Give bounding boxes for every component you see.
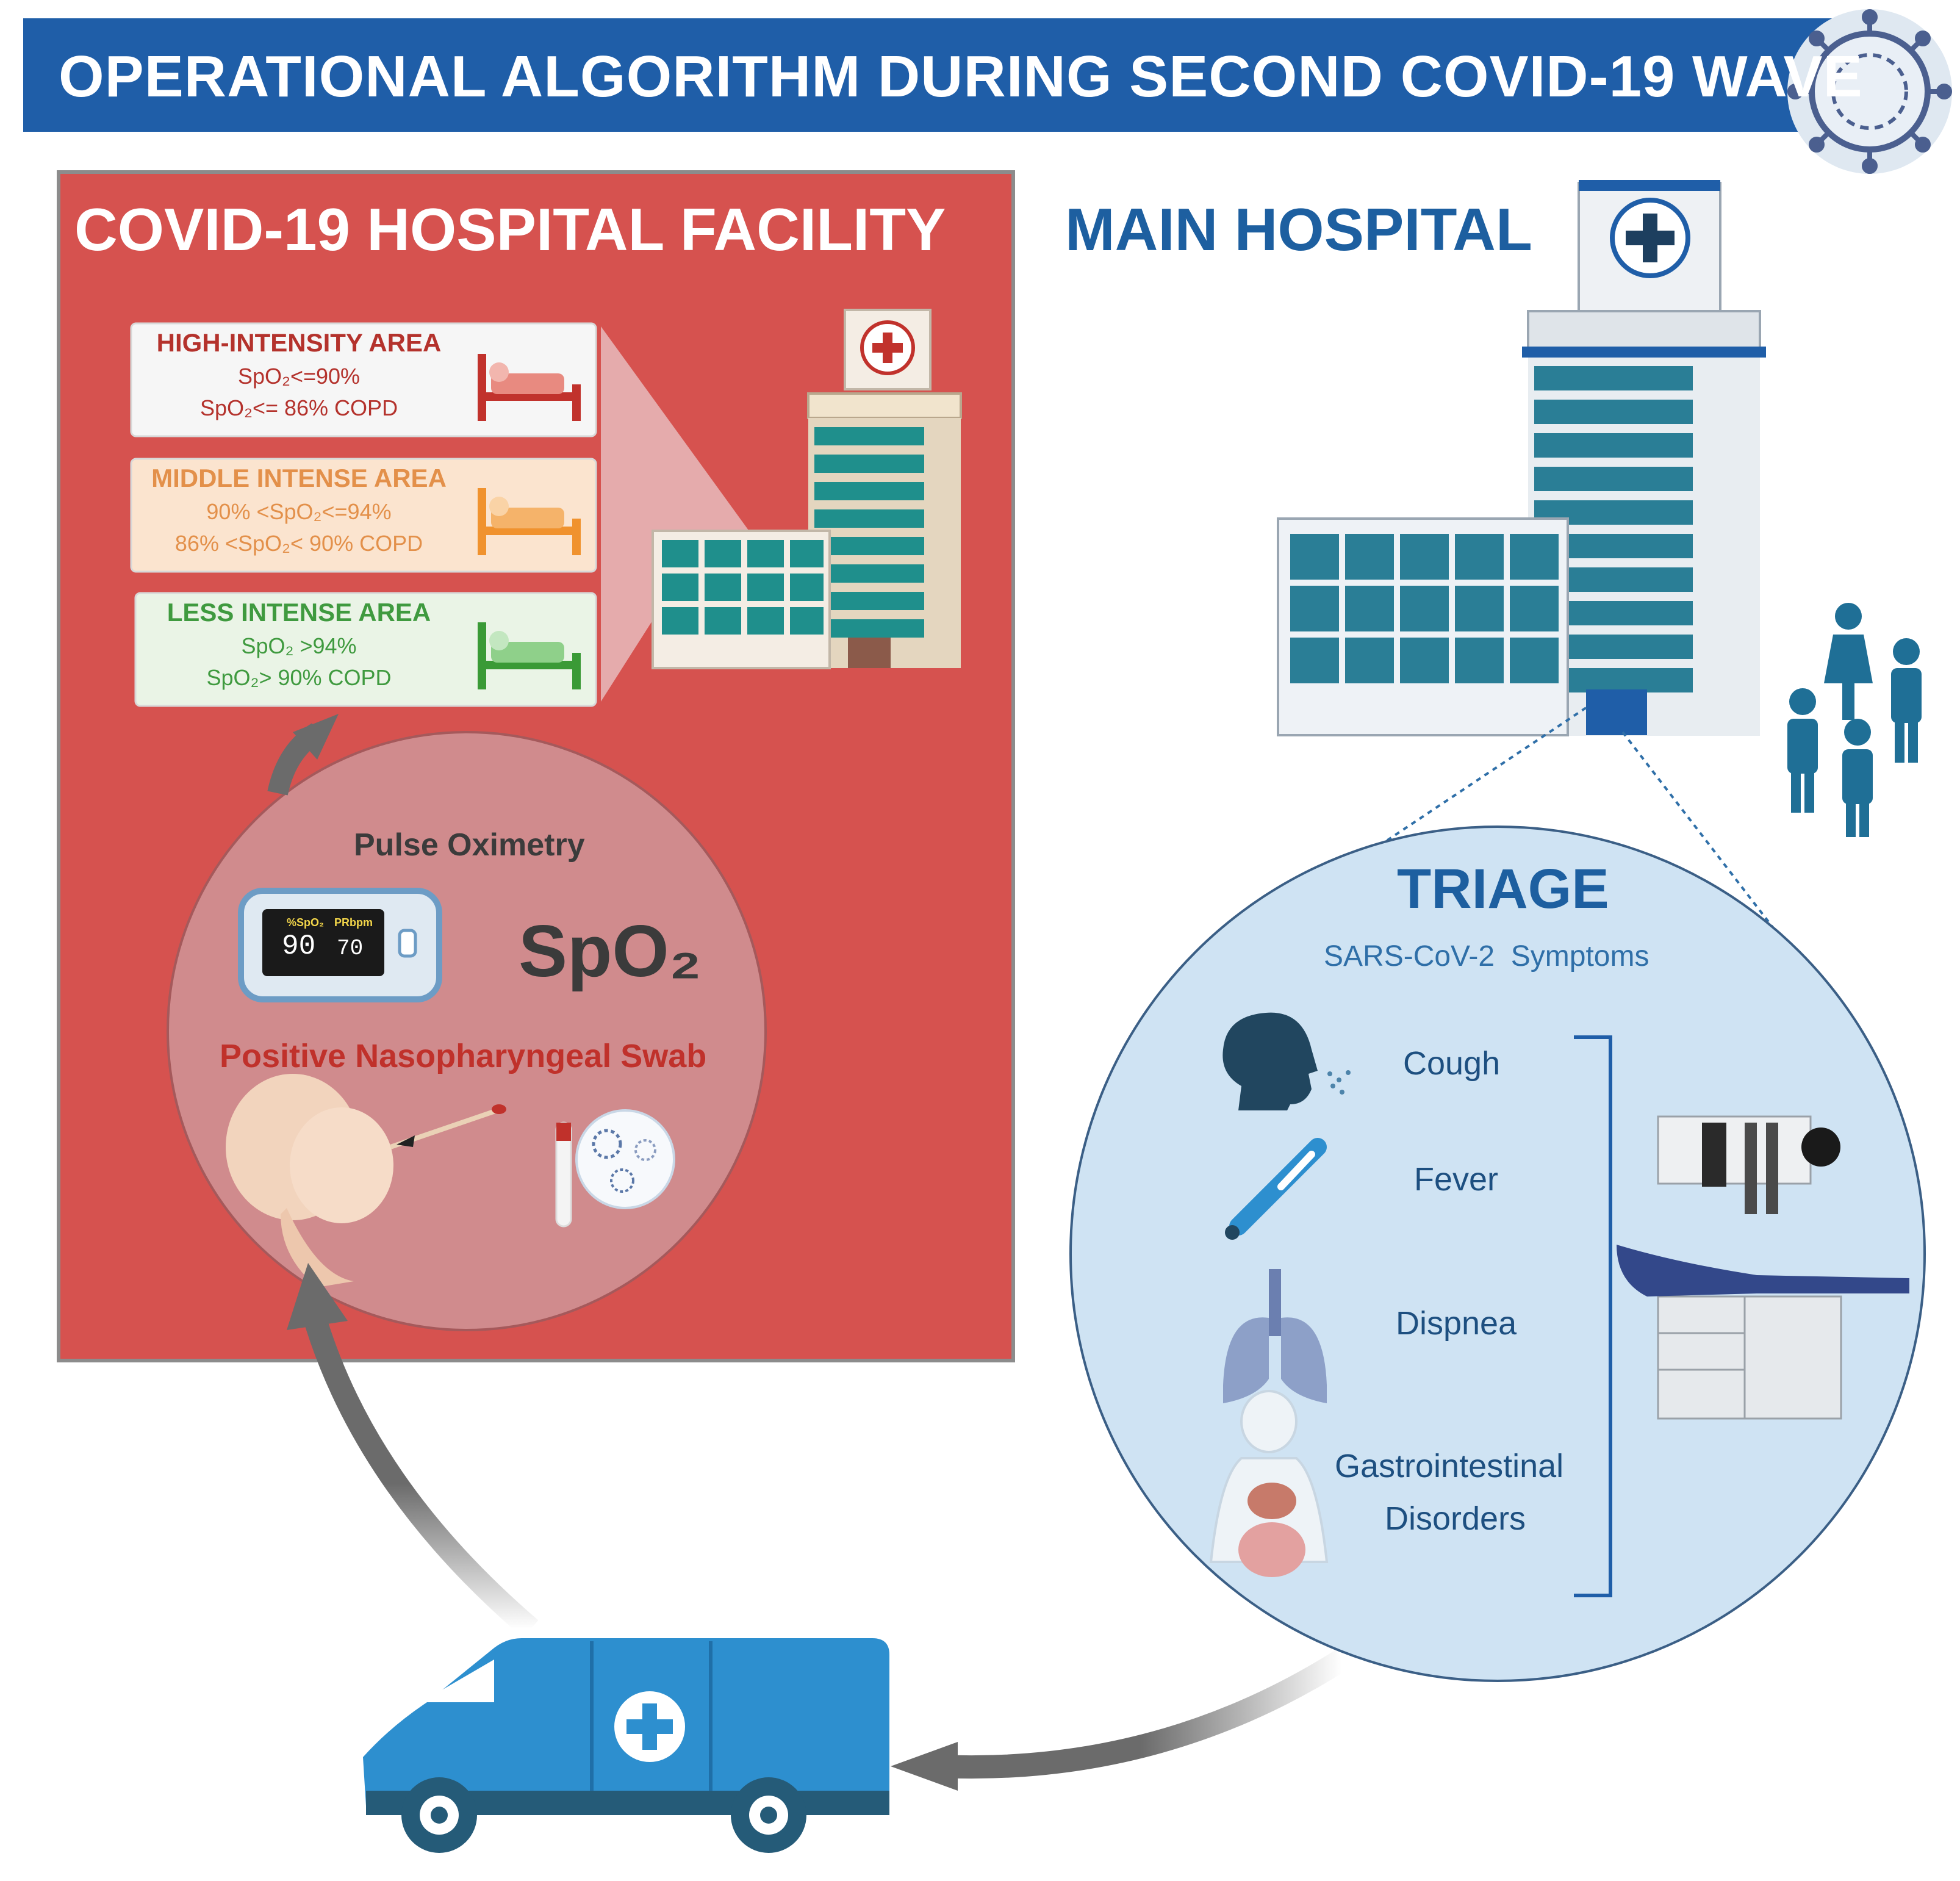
oximeter-pr-tag: PRbpm [334,916,373,929]
test-tube-icon [555,1121,572,1228]
zone-less-line2: SpO₂> 90% COPD [206,665,392,690]
virus-icon [1787,9,1952,174]
bed-icon-middle [478,488,581,555]
zone-high-line1: SpO₂<=90% [237,364,361,389]
zone-less-title: LESS INTENSE AREA [167,598,431,627]
zone-high-intensity: HIGH-INTENSITY AREA SpO₂<=90% SpO₂<= 86%… [128,328,470,421]
symptom-bracket [1574,1035,1612,1597]
arrow-triage-to-ambulance [891,1649,1349,1791]
page-title: OPERATIONAL ALGORITHM DURING SECOND COVI… [59,44,1863,109]
pulse-oximeter-icon [238,888,442,1002]
triage-title: TRIAGE [1397,858,1609,920]
oximetry-circle [167,731,767,1331]
triage-subtitle: SARS-CoV-2 Symptoms [1324,940,1649,973]
zone-middle-intense: MIDDLE INTENSE AREA 90% <SpO₂<=94% 86% <… [128,464,470,556]
arrow-ambulance-to-facility [287,1263,539,1638]
zone-high-line2: SpO₂<= 86% COPD [199,395,398,420]
zone-less-line1: SpO₂ >94% [241,633,357,658]
symptom-disorders: Disorders [1385,1500,1526,1537]
swab-label: Positive Nasopharyngeal Swab [220,1038,707,1074]
virus-sample-icon [575,1109,675,1209]
covid-facility-title: COVID-19 HOSPITAL FACILITY [74,196,946,263]
main-hospital-building-icon [1277,180,1766,736]
symptom-dispnea: Dispnea [1396,1305,1517,1342]
header-banner [23,18,1835,132]
zone-less-intense: LESS INTENSE AREA SpO₂ >94% SpO₂> 90% CO… [128,598,470,691]
oximeter-spo2-tag: %SpO₂ [287,916,325,929]
zone-high-title: HIGH-INTENSITY AREA [156,328,442,357]
oximeter-pr-value: 70 [337,936,364,961]
lungs-icon [1223,1269,1327,1403]
thermometer-icon [1225,1138,1327,1240]
main-hospital-title: MAIN HOSPITAL [1065,196,1532,263]
oximeter-spo2-value: 90 [282,930,316,962]
symptom-cough: Cough [1403,1045,1501,1082]
zone-middle-line1: 90% <SpO₂<=94% [206,499,392,524]
swab-icon [389,1104,506,1149]
pulse-oximetry-label: Pulse Oximetry [354,827,585,863]
zoom-wedge [601,326,753,702]
patient-head-icon [226,1074,393,1287]
covid-hospital-building-icon [652,309,962,669]
people-icon [1787,603,1922,837]
spo2-label: SpO₂ [519,910,702,992]
cough-icon [1222,1012,1351,1110]
symptom-fever: Fever [1414,1161,1499,1198]
ambulance-icon [363,1638,889,1853]
exam-room-icon [1617,1115,1909,1420]
bed-icon-less [478,622,581,689]
zone-middle-line2: 86% <SpO₂< 90% COPD [174,531,423,556]
arrow-to-zones [267,714,339,796]
digestive-system-icon [1209,1390,1329,1577]
zone-middle-title: MIDDLE INTENSE AREA [151,464,447,492]
bed-icon-high [478,354,581,421]
symptom-gastrointestinal: Gastrointestinal [1335,1448,1564,1484]
